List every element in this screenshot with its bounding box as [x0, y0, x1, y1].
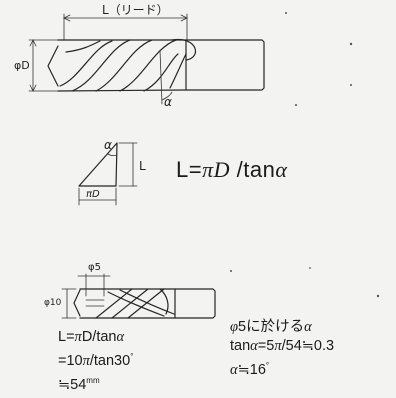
diameter-label: φD: [14, 59, 30, 72]
flute-3: [95, 39, 153, 92]
calc-right-result: ≒16: [237, 362, 266, 378]
formula-alpha: α: [275, 157, 288, 182]
calc-right-line-2: tanα=5π/54≒0.3: [230, 337, 334, 356]
drill-body-outline: [57, 39, 265, 92]
calc-left-tan: /tan: [92, 329, 117, 345]
calc-left-pi: π: [74, 329, 82, 345]
drill-bottom-cross-2: [119, 289, 175, 315]
formula-lhs: L=: [176, 157, 203, 182]
triangle-base-label: πD: [86, 189, 100, 200]
flute-1: [59, 40, 113, 87]
calc-right-tan: tan: [230, 338, 251, 354]
calc-right-line-3: α≒16°: [230, 356, 334, 380]
calc-left-line-3: ≒54mm: [58, 371, 133, 395]
flute-5: [143, 53, 179, 92]
paper-specks: [230, 12, 380, 298]
calculation-left: L=πD/tanα =10π/tan30° ≒54mm: [58, 328, 133, 395]
calc-right-alpha-3: α: [230, 362, 238, 378]
phi5-label: φ5: [88, 262, 101, 273]
calc-right-phi: φ: [230, 319, 239, 335]
calc-right-at5: 5に於ける: [238, 319, 305, 335]
drill-bottom-cross-1: [107, 291, 165, 317]
helix-triangle: α L πD: [78, 138, 146, 206]
drill-bottom-flute-3: [127, 288, 165, 319]
angle-arc: [161, 91, 173, 101]
calc-left-tan30: /tan30: [89, 353, 131, 369]
calc-left-alpha: α: [116, 329, 125, 345]
calc-right-pi: π: [274, 338, 282, 354]
triangle-height-label: L: [139, 159, 146, 173]
calc-left-line-1: L=πD/tanα: [58, 328, 133, 347]
calc-left-l-eq: L=: [58, 329, 75, 345]
calc-right-line-1: φ5に於けるα: [230, 318, 334, 337]
calc-right-result-tan: /54≒0.3: [281, 338, 335, 354]
main-formula: L=πD /tanα: [176, 157, 287, 183]
calc-right-alpha: α: [304, 319, 312, 335]
formula-tan: /tan: [236, 157, 276, 182]
calc-right-degree: °: [265, 361, 270, 370]
flute-6: [65, 40, 101, 53]
flute-2: [71, 39, 131, 92]
calc-left-result: ≒54: [58, 377, 87, 393]
calculation-right: φ5に於けるα tanα=5π/54≒0.3 α≒16°: [230, 318, 334, 380]
calc-left-degree: °: [130, 352, 134, 361]
calc-left-unit: mm: [86, 376, 100, 385]
angle-label-top: α: [164, 95, 172, 109]
drill-top: L（リード） φD α: [14, 3, 265, 109]
calc-left-eq10: =10: [58, 353, 83, 369]
drill-bottom: φ5 φ10: [44, 262, 216, 319]
triangle-outline: [78, 142, 118, 187]
lead-label: L（リード）: [102, 3, 169, 17]
calc-left-pi-2: π: [82, 353, 90, 369]
flute-7: [169, 53, 187, 89]
triangle-angle-arc: [107, 153, 118, 157]
triangle-alpha-label: α: [104, 138, 112, 152]
flute-end: [171, 38, 196, 61]
formula-pi-d: πD: [202, 157, 231, 182]
calc-left-d: D: [81, 329, 93, 345]
phi10-label: φ10: [44, 298, 62, 308]
drill-bottom-tip: [73, 289, 81, 317]
flute-4: [119, 39, 177, 92]
drill-tip: [47, 45, 59, 87]
angle-reference-line: [159, 49, 163, 105]
calc-right-alpha-2: α: [250, 338, 258, 354]
drill-bottom-flute-end: [159, 288, 169, 315]
drill-bottom-flute-1: [95, 288, 133, 319]
calc-right-eq5: =5: [257, 338, 275, 354]
calc-left-line-2: =10π/tan30°: [58, 347, 133, 371]
drill-bottom-outline: [79, 288, 216, 319]
drill-bottom-flute-2: [111, 288, 149, 319]
